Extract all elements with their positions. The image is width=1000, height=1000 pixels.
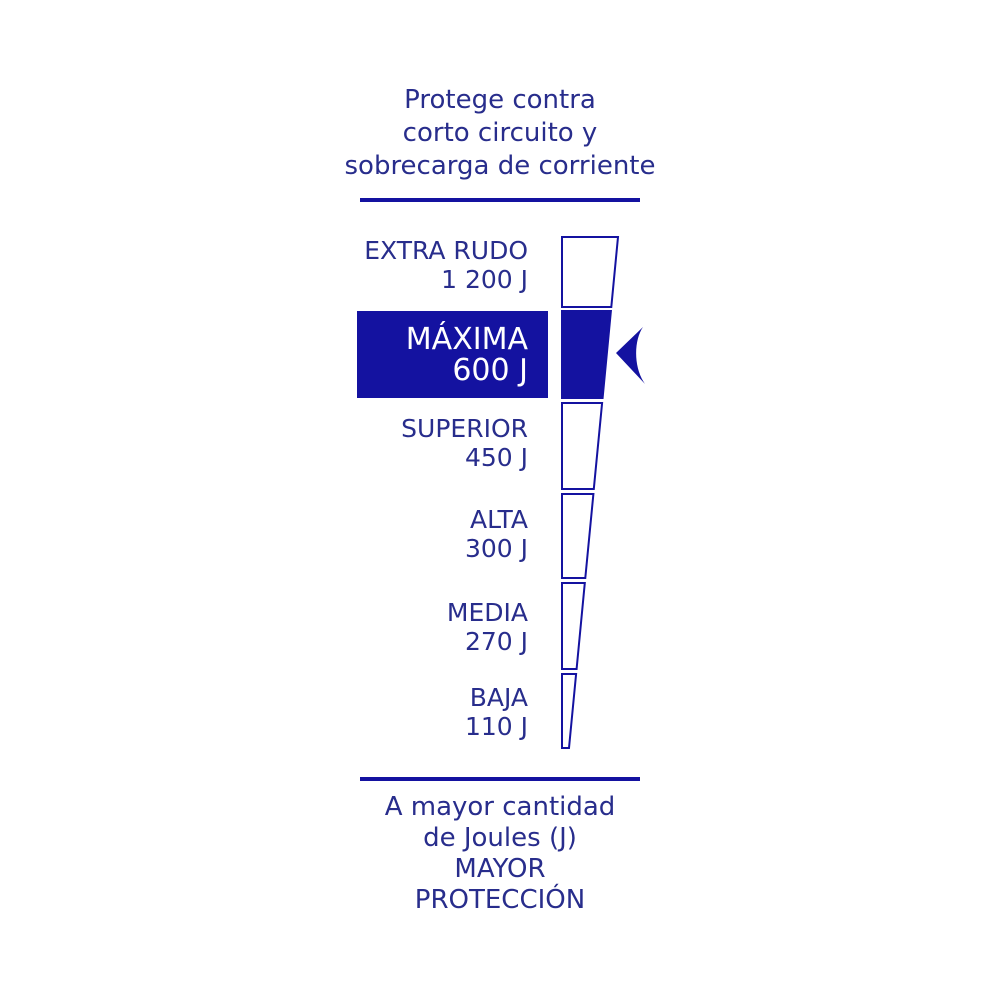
title-line-3: sobrecarga de corriente xyxy=(344,151,656,181)
level-name: MEDIA xyxy=(446,598,528,627)
footer-line-3: MAYOR xyxy=(454,854,546,884)
level-joules: 300 J xyxy=(464,534,528,563)
title-line-1: Protege contra xyxy=(404,85,596,115)
page-title: Protege contra corto circuito y sobrecar… xyxy=(0,84,1000,183)
level-joules: 110 J xyxy=(464,712,528,741)
level-joules: 450 J xyxy=(464,443,528,472)
title-line-2: corto circuito y xyxy=(402,118,598,148)
wedge-segment-3 xyxy=(561,493,595,579)
level-joules: 270 J xyxy=(464,627,528,656)
level-joules: 1 200 J xyxy=(441,265,528,294)
selection-arrow-icon xyxy=(616,327,645,384)
top-divider xyxy=(360,198,640,202)
footer-line-4: PROTECCIÓN xyxy=(414,885,586,915)
level-name: ALTA xyxy=(469,505,528,534)
level-name: MÁXIMA xyxy=(405,321,528,357)
joules-wedge-chart xyxy=(561,236,645,749)
level-name: EXTRA RUDO xyxy=(364,236,528,265)
wedge-segment-2 xyxy=(561,402,604,490)
wedge-segment-1 xyxy=(561,310,612,399)
level-name: BAJA xyxy=(469,683,528,712)
wedge-segment-0 xyxy=(561,236,620,308)
footer-line-1: A mayor cantidad xyxy=(384,792,616,822)
footer-line-2: de Joules (J) xyxy=(423,823,577,853)
wedge-segment-4 xyxy=(561,582,586,670)
level-name: SUPERIOR xyxy=(401,414,528,443)
footer-note: A mayor cantidad de Joules (J) MAYOR PRO… xyxy=(0,792,1000,916)
wedge-segment-5 xyxy=(561,673,578,749)
level-joules: 600 J xyxy=(452,352,528,388)
bottom-divider xyxy=(360,777,640,781)
